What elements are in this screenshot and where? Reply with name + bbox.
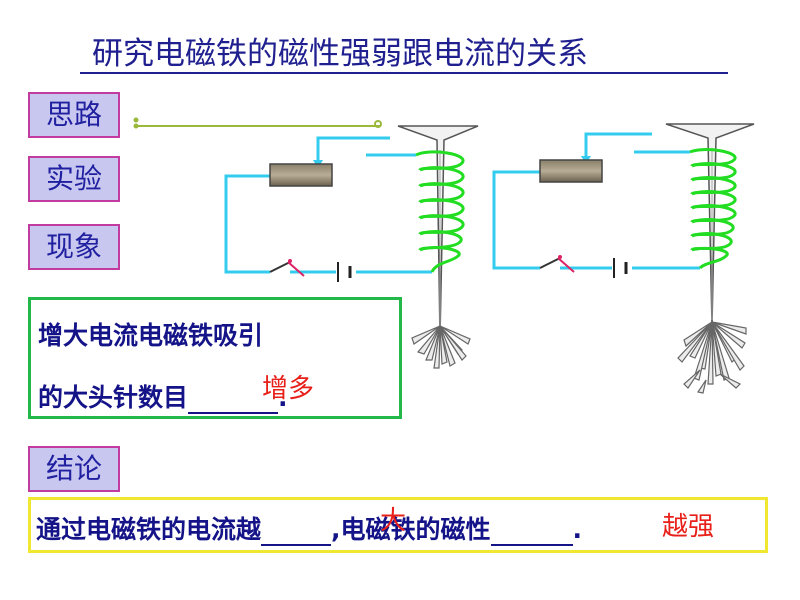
left-pins bbox=[411, 325, 471, 369]
right-coil bbox=[689, 148, 737, 270]
conclusion-answer-2: 越强 bbox=[662, 512, 715, 542]
conclusion-box bbox=[28, 497, 768, 553]
switch bbox=[269, 259, 305, 277]
conclusion-middle: ,电磁铁的磁性 bbox=[331, 515, 491, 544]
battery bbox=[337, 262, 352, 282]
right-rheostat bbox=[539, 159, 603, 183]
sidebar-item-conclusion[interactable]: 结论 bbox=[28, 446, 120, 492]
observation-line1: 增大电流电磁铁吸引 bbox=[38, 321, 264, 350]
conclusion-suffix: . bbox=[572, 515, 583, 544]
guide-line bbox=[133, 117, 382, 129]
observation-line2: 的大头针数目 . bbox=[38, 378, 288, 414]
right-circuit bbox=[492, 123, 755, 394]
observation-blank bbox=[188, 383, 279, 414]
conclusion-prefix: 通过电磁铁的电流越 bbox=[36, 515, 262, 544]
right-nail bbox=[665, 123, 755, 327]
observation-answer: 增多 bbox=[262, 374, 315, 404]
conclusion-blank-2 bbox=[490, 515, 573, 546]
observation-prefix: 的大头针数目 bbox=[38, 383, 189, 412]
observation-box bbox=[28, 297, 402, 419]
observation-suffix: . bbox=[278, 383, 288, 412]
rheostat bbox=[269, 163, 333, 187]
right-battery bbox=[613, 258, 628, 278]
left-circuit bbox=[224, 125, 479, 369]
conclusion-sentence: 通过电磁铁的电流越 ,电磁铁的磁性 . bbox=[36, 510, 582, 546]
conclusion-answer-1: 大 bbox=[380, 506, 407, 536]
left-coil bbox=[415, 150, 465, 273]
sidebar-item-experiment[interactable]: 实验 bbox=[28, 156, 120, 202]
page-title: 研究电磁铁的磁性强弱跟电流的关系 bbox=[92, 36, 588, 72]
right-pins bbox=[677, 321, 747, 394]
title-underline bbox=[80, 72, 728, 74]
sidebar-item-thinking[interactable]: 思路 bbox=[28, 92, 120, 138]
conclusion-blank-1 bbox=[261, 515, 332, 546]
right-switch bbox=[539, 255, 575, 273]
sidebar-item-phenomenon[interactable]: 现象 bbox=[28, 224, 120, 270]
